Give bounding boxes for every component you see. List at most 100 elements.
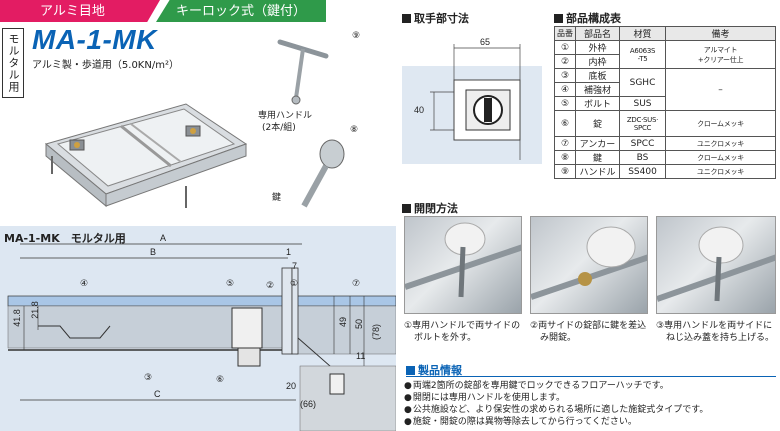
callout-2: ② <box>266 281 275 291</box>
handle-width-dim: 65 <box>480 37 491 47</box>
part-no: ② <box>554 54 576 69</box>
part-note: クロームメッキ <box>665 150 776 165</box>
list-item: 開閉には専用ハンドルを使用します。 <box>404 392 708 404</box>
callout-1: ① <box>290 279 299 289</box>
dim-20: 20 <box>286 381 297 391</box>
part-name: アンカー <box>575 136 620 151</box>
dim-A: A <box>160 233 167 243</box>
table-row: ⑦ アンカー SPCC ユニクロメッキ <box>554 136 776 151</box>
key-callout: ⑧ <box>350 125 359 135</box>
part-note: クロームメッキ <box>665 110 776 137</box>
part-name: 底板 <box>575 68 620 83</box>
model-title: MA-1-MK <box>32 24 157 55</box>
table-row: ⑨ ハンドル SS400 ユニクロメッキ <box>554 164 776 179</box>
part-no: ⑥ <box>554 110 576 137</box>
callout-6: ⑥ <box>216 375 225 385</box>
callout-7: ⑦ <box>352 279 361 289</box>
dim-7: 7 <box>292 261 298 271</box>
dim-50: 50 <box>354 318 365 330</box>
col-header-name: 部品名 <box>575 26 620 41</box>
part-note: アルマイト +クリアー仕上 <box>665 40 776 69</box>
part-material: BS <box>619 150 666 165</box>
product-info-list: 両端2箇所の錠部を専用鍵でロックできるフロアーハッチです。 開閉には専用ハンドル… <box>404 380 708 428</box>
part-name: ハンドル <box>575 164 620 179</box>
part-no: ① <box>554 40 576 55</box>
callout-4: ④ <box>80 279 89 289</box>
key-label: 鍵 <box>272 193 282 203</box>
list-item: 公共施設など、より保安性の求められる場所に適した施錠式タイプです。 <box>404 404 708 416</box>
dim-11: 11 <box>356 351 366 361</box>
handle-dimensions-title: 取手部寸法 <box>402 10 469 26</box>
opening-step-3-caption: ③専用ハンドルを両サイドに ねじ込み蓋を持ち上げる。 <box>656 320 780 344</box>
dim-21-8: 21.8 <box>29 301 40 319</box>
table-row: ⑥ 錠 ZDC·SUS· SPCC クロームメッキ <box>554 110 776 137</box>
parts-table: 品番 部品名 材質 備考 ① 外枠 A6063S -T5 アルマイト +クリアー… <box>554 26 776 179</box>
part-name: 外枠 <box>575 40 620 55</box>
col-header-no: 品番 <box>554 26 576 41</box>
table-row: ⑤ ボルト SUS <box>554 96 776 111</box>
hatch-product-illustration <box>44 103 248 208</box>
product-info-divider <box>406 376 776 377</box>
opening-step-3-photo <box>656 216 776 314</box>
dim-49: 49 <box>338 316 349 328</box>
part-note: – <box>665 68 776 111</box>
caption-line: ①専用ハンドルで両サイドの <box>404 321 521 331</box>
part-no: ⑦ <box>554 136 576 151</box>
part-name: 鍵 <box>575 150 620 165</box>
part-material: SS400 <box>619 164 666 179</box>
product-info-title: 製品情報 <box>406 362 462 378</box>
part-material: SPCC <box>619 136 666 151</box>
dim-1: 1 <box>286 247 292 257</box>
handle-quantity: (2本/組) <box>262 123 296 133</box>
category-tag-key-lock: キーロック式（鍵付） <box>156 0 326 22</box>
col-header-note: 備考 <box>665 26 776 41</box>
list-item: 両端2箇所の錠部を専用鍵でロックできるフロアーハッチです。 <box>404 380 708 392</box>
dim-66: (66) <box>300 399 317 409</box>
handle-height-dim: 40 <box>414 105 425 115</box>
handle-callout: ⑨ <box>352 31 361 41</box>
parts-table-title: 部品構成表 <box>554 10 621 26</box>
part-material: SUS <box>619 96 666 111</box>
dim-41-8: 41.8 <box>11 309 22 327</box>
part-no: ⑧ <box>554 150 576 165</box>
category-tag-aluminum-joint: アルミ目地 <box>0 0 160 22</box>
part-name: 補強材 <box>575 82 620 97</box>
part-note: ユニクロメッキ <box>665 164 776 179</box>
opening-step-1-photo <box>404 216 522 314</box>
callout-3: ③ <box>144 373 153 383</box>
opening-method-title: 開閉方法 <box>402 200 458 216</box>
table-row: ① 外枠 A6063S -T5 アルマイト +クリアー仕上 <box>554 40 776 69</box>
section-drawing-title: MA-1-MK モルタル用 <box>4 232 126 245</box>
caption-line: み開錠。 <box>540 333 577 343</box>
caption-line: ③専用ハンドルを両サイドに <box>656 321 773 331</box>
part-no: ⑨ <box>554 164 576 179</box>
table-row: ② 内枠 <box>554 54 776 69</box>
part-material: ZDC·SUS· SPCC <box>619 110 666 137</box>
part-name: ボルト <box>575 96 620 111</box>
opening-step-2-caption: ②両サイドの錠部に鍵を差込 み開錠。 <box>530 320 654 344</box>
table-row: ⑧ 鍵 BS クロームメッキ <box>554 150 776 165</box>
caption-line: ボルトを外す。 <box>414 333 477 343</box>
part-name: 錠 <box>575 110 620 137</box>
list-item: 施錠・開錠の際は異物等除去してから行ってください。 <box>404 416 708 428</box>
opening-step-2-photo <box>530 216 648 314</box>
table-row: ③ 底板 SGHC – <box>554 68 776 111</box>
caption-line: ②両サイドの錠部に鍵を差込 <box>530 321 647 331</box>
handle-label: 専用ハンドル <box>258 111 313 121</box>
part-no: ④ <box>554 82 576 97</box>
opening-step-1-caption: ①専用ハンドルで両サイドの ボルトを外す。 <box>404 320 528 344</box>
dim-C: C <box>154 389 161 399</box>
handle-dimension-drawing <box>430 44 521 160</box>
part-no: ⑤ <box>554 96 576 111</box>
section-drawing <box>7 243 396 431</box>
dim-78: (78) <box>371 323 382 341</box>
callout-5: ⑤ <box>226 279 235 289</box>
part-material: SGHC <box>619 68 666 97</box>
model-spec: アルミ製・歩道用（5.0KN/m²） <box>32 60 179 71</box>
part-no: ③ <box>554 68 576 83</box>
caption-line: ねじ込み蓋を持ち上げる。 <box>666 333 775 343</box>
category-vertical-mortar: モルタル用 <box>2 28 24 98</box>
part-material: A6063S -T5 <box>619 40 666 69</box>
part-note: ユニクロメッキ <box>665 136 776 151</box>
handle-illustration <box>277 39 329 105</box>
